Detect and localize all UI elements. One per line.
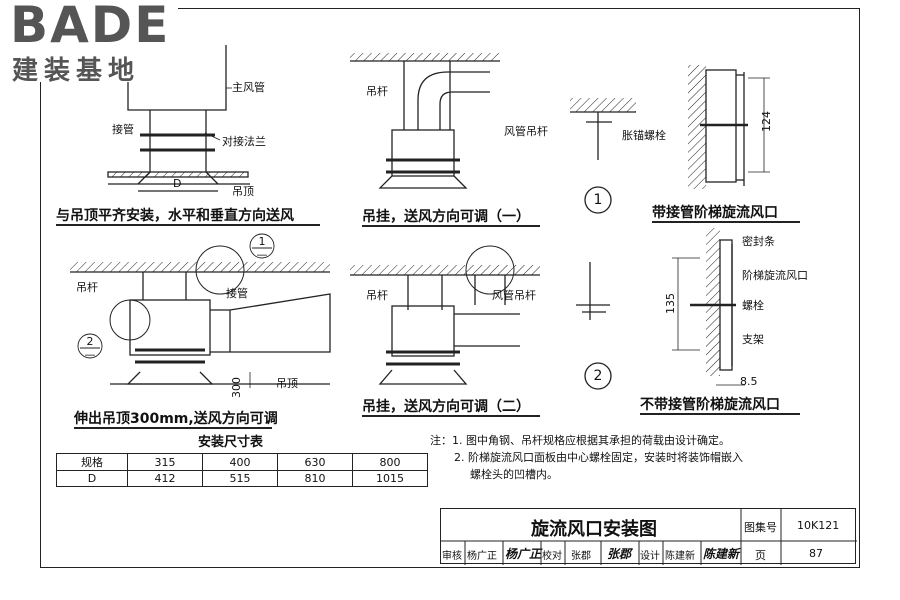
fig3-label-rod: 吊杆 bbox=[76, 281, 98, 294]
detail1-number: 1 bbox=[593, 192, 603, 208]
fig1-label-connect-pipe: 接管 bbox=[112, 123, 134, 136]
page-value: 87 bbox=[809, 547, 823, 560]
table-cell: 800 bbox=[352, 453, 428, 471]
logo-main: BADE bbox=[10, 0, 171, 54]
fig4-label-rod: 吊杆 bbox=[366, 289, 388, 302]
page-label: 页 bbox=[755, 549, 766, 562]
fig1-label-main-duct: 主风管 bbox=[232, 81, 265, 94]
fig6-label-bracket: 支架 bbox=[742, 333, 764, 346]
table-cell: 315 bbox=[127, 453, 203, 471]
review-label: 审核 bbox=[442, 551, 462, 562]
fig3-bubble-2-dash: — bbox=[84, 348, 96, 361]
drawing-title: 旋流风口安装图 bbox=[531, 519, 657, 540]
table-cell: 412 bbox=[127, 470, 203, 487]
fig3-label-300: 300 bbox=[230, 377, 243, 398]
fig4-caption: 吊挂，送风方向可调（二） bbox=[362, 399, 530, 415]
fig3-caption: 伸出吊顶300mm,送风方向可调 bbox=[74, 411, 278, 427]
drawing-frame bbox=[40, 8, 860, 568]
table-cell: 1015 bbox=[352, 470, 428, 487]
detail2-number: 2 bbox=[593, 368, 603, 384]
table-row: D 412 515 810 1015 bbox=[56, 470, 428, 487]
detail2-drawing bbox=[576, 262, 612, 390]
fig3-bubble-1: 1 bbox=[258, 235, 266, 248]
detail1-label-anchor: 胀锚螺栓 bbox=[622, 129, 666, 142]
fig5-drawing bbox=[688, 65, 770, 189]
fig3-label-ceiling: 吊顶 bbox=[276, 377, 298, 390]
fig1-label-flange: 对接法兰 bbox=[222, 135, 266, 148]
check-label: 校对 bbox=[542, 551, 562, 562]
logo-sub: 建装基地 bbox=[12, 56, 141, 86]
table-head-cell: D bbox=[56, 470, 128, 487]
table-head-cell: 规格 bbox=[56, 453, 128, 471]
logo: BADE 建装基地 bbox=[8, 0, 178, 86]
fig1-caption: 与吊顶平齐安装，水平和垂直方向送风 bbox=[56, 208, 294, 224]
fig4-label-hanger: 风管吊杆 bbox=[492, 289, 536, 302]
title-block-grid bbox=[441, 509, 857, 565]
design-label: 设计 bbox=[640, 551, 660, 562]
fig3-drawing bbox=[70, 233, 331, 388]
detail1-drawing bbox=[570, 98, 636, 214]
table-row: 规格 315 400 630 800 bbox=[56, 453, 428, 471]
note-line-3: 螺栓头的凹槽内。 bbox=[470, 468, 558, 481]
design-name: 陈建新 bbox=[665, 551, 695, 562]
fig6-label-bolt: 螺栓 bbox=[742, 299, 764, 312]
design-signature: 陈建新 bbox=[703, 547, 740, 561]
check-name: 张郡 bbox=[571, 551, 591, 562]
fig6-label-85: 8.5 bbox=[740, 375, 758, 388]
atlas-label: 图集号 bbox=[744, 521, 777, 534]
table-cell: 810 bbox=[277, 470, 353, 487]
atlas-value: 10K121 bbox=[797, 519, 840, 532]
table-cell: 515 bbox=[202, 470, 278, 487]
fig2-label-rod: 吊杆 bbox=[366, 85, 388, 98]
fig5-caption: 带接管阶梯旋流风口 bbox=[652, 205, 778, 221]
fig6-label-135: 135 bbox=[664, 293, 677, 314]
title-block: 旋流风口安装图 图集号 10K121 审核 杨广正 杨广正 校对 张郡 张郡 设… bbox=[440, 508, 857, 565]
size-table: 规格 315 400 630 800 D 412 515 810 1015 bbox=[56, 453, 428, 487]
fig3-label-connect-pipe: 接管 bbox=[226, 287, 248, 300]
fig1-drawing bbox=[107, 45, 250, 192]
fig2-drawing bbox=[350, 53, 500, 189]
fig2-caption: 吊挂，送风方向可调（一） bbox=[362, 209, 530, 225]
review-signature: 杨广正 bbox=[505, 547, 542, 561]
note-line-2: 2. 阶梯旋流风口面板由中心螺栓固定，安装时将装饰帽嵌入 bbox=[454, 451, 743, 464]
fig1-label-ceiling: 吊顶 bbox=[232, 185, 254, 198]
notes: 注：1. 图中角钢、吊杆规格应根据其承担的荷载由设计确定。 2. 阶梯旋流风口面… bbox=[430, 432, 743, 483]
check-signature: 张郡 bbox=[607, 547, 632, 561]
size-table-title: 安装尺寸表 bbox=[198, 435, 264, 450]
note-line-1: 注：1. 图中角钢、吊杆规格应根据其承担的荷载由设计确定。 bbox=[430, 434, 730, 447]
fig1-label-D: D bbox=[173, 177, 182, 190]
fig3-bubble-2: 2 bbox=[86, 335, 94, 348]
fig2-label-hanger: 风管吊杆 bbox=[504, 125, 548, 138]
fig6-label-diffuser: 阶梯旋流风口 bbox=[742, 269, 808, 282]
fig4-drawing bbox=[350, 245, 540, 385]
fig6-caption: 不带接管阶梯旋流风口 bbox=[640, 397, 780, 413]
fig5-label-124: 124 bbox=[760, 111, 773, 132]
table-cell: 400 bbox=[202, 453, 278, 471]
table-cell: 630 bbox=[277, 453, 353, 471]
fig3-bubble-1-dash: — bbox=[256, 248, 268, 261]
fig6-label-seal: 密封条 bbox=[742, 235, 775, 248]
fig6-drawing bbox=[672, 228, 745, 386]
review-name: 杨广正 bbox=[467, 551, 497, 562]
